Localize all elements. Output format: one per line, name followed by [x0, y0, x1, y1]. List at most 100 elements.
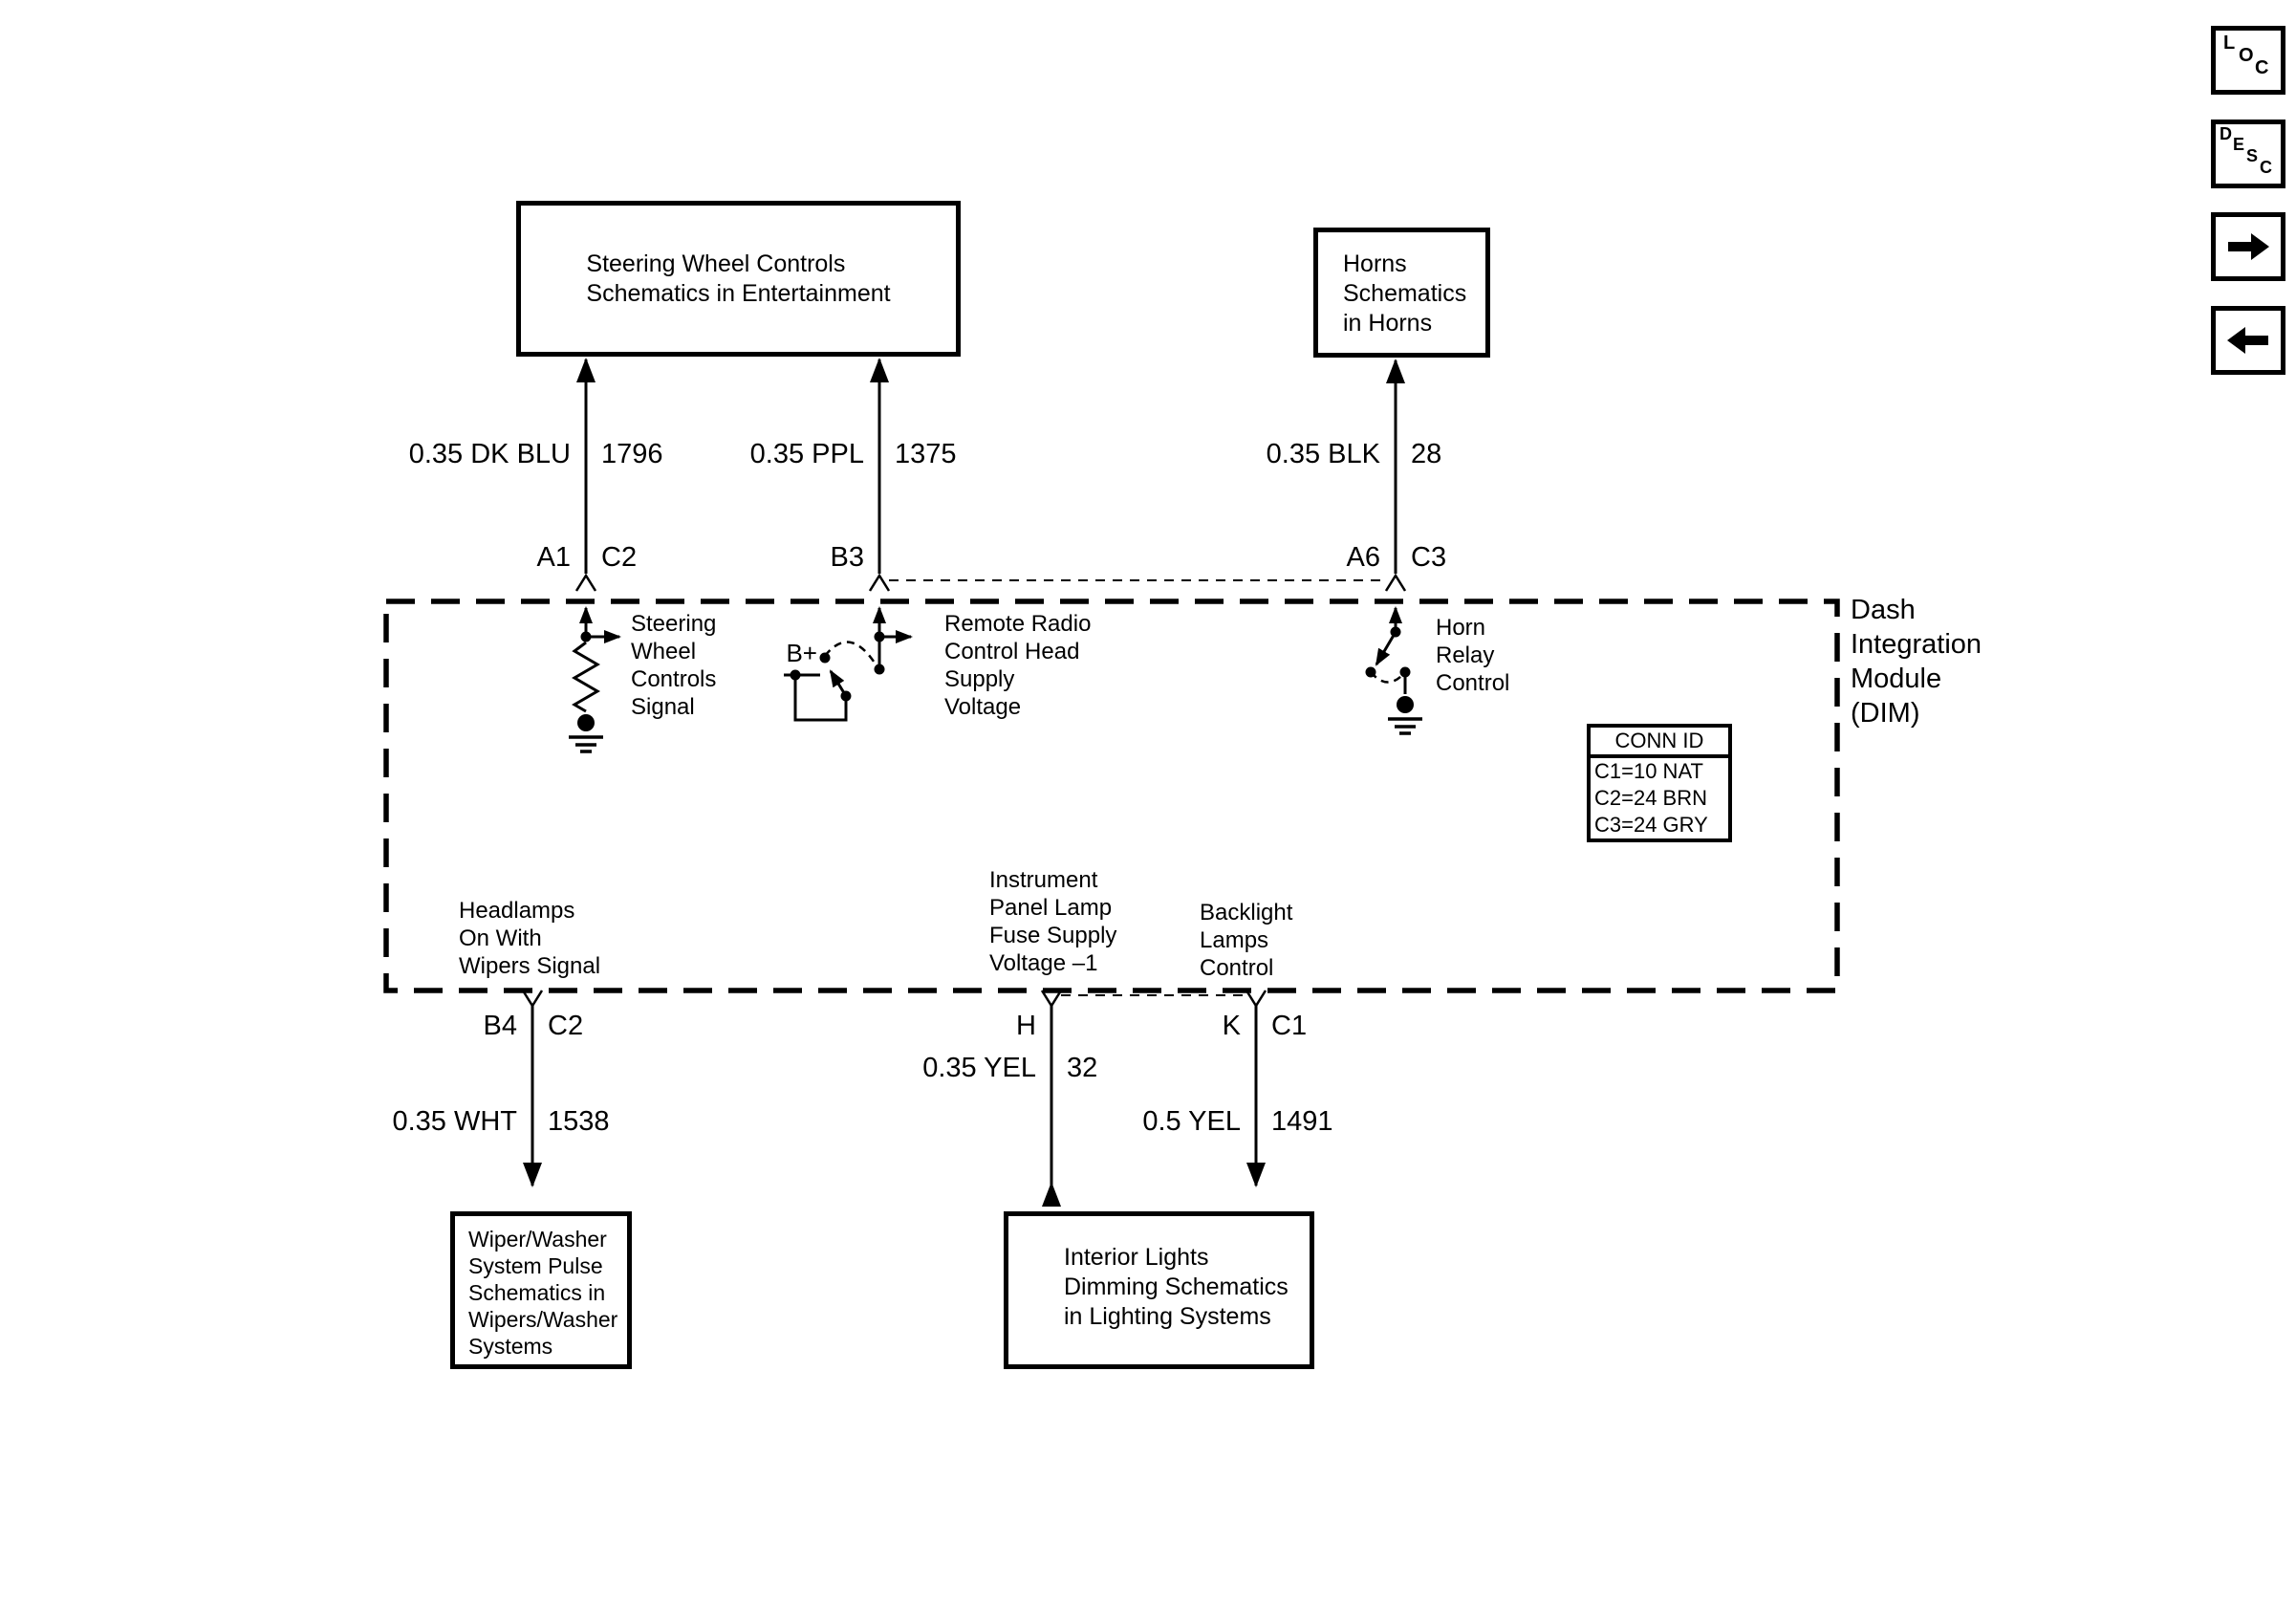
signal-line: Fuse Supply [989, 923, 1117, 948]
pin-label-b4: B4 [483, 1011, 517, 1041]
ref-line: Systems [468, 1334, 553, 1359]
wire-yel-32-up-arrow [1042, 1182, 1061, 1207]
b-plus-label: B+ [786, 639, 817, 667]
connector-symbol-c3 [1384, 573, 1407, 592]
circuit-number-32: 32 [1067, 1053, 1098, 1083]
signal-line: Control Head [944, 639, 1080, 664]
b-plus-contact-dot [819, 652, 831, 664]
loc-letter: C [2255, 57, 2269, 78]
ref-box-interior-lights-dimming[interactable]: Interior Lights Dimming Schematics in Li… [1004, 1211, 1314, 1369]
desc-button[interactable]: D E S C [2211, 120, 2285, 188]
signal-line: Wheel [631, 639, 697, 664]
desc-button-label: D E S C [2216, 124, 2281, 184]
signal-line: Relay [1436, 642, 1495, 668]
switch-arm-feed [793, 675, 848, 722]
ref-line: Interior Lights [1064, 1244, 1209, 1271]
conn-id-row: C2=24 BRN [1594, 786, 1708, 810]
signal-label-remote-radio: Remote Radio Control Head Supply Voltage [944, 610, 1091, 721]
ref-box-text: Wiper/Washer System Pulse Schematics in … [468, 1226, 627, 1360]
ground-symbol-left [569, 735, 603, 753]
module-name-line: Integration [1851, 629, 1982, 660]
circuit-number-1375: 1375 [895, 439, 957, 469]
pin-label-b3: B3 [830, 542, 864, 573]
signal-line: Horn [1436, 615, 1486, 641]
loc-letter: L [2223, 33, 2236, 54]
resistor-symbol [572, 641, 600, 713]
ref-box-wiper-washer-schematics[interactable]: Wiper/Washer System Pulse Schematics in … [450, 1211, 632, 1369]
signal-line: Voltage [944, 694, 1022, 720]
pin-label-a1: A1 [536, 542, 571, 573]
ref-line: Wipers/Washer [468, 1307, 618, 1332]
module-name-line: Module [1851, 664, 1942, 694]
ground-dot [577, 714, 595, 731]
wire-spec-dk-blu: 0.35 DK BLU [408, 439, 571, 469]
ground-dot [1397, 696, 1414, 713]
ref-line: Schematics in [468, 1280, 606, 1305]
circuit-number-28: 28 [1411, 439, 1442, 469]
connector-label-c3: C3 [1411, 542, 1447, 573]
back-arrow-icon [2227, 327, 2268, 354]
ref-line: Horns [1343, 250, 1407, 277]
desc-letter: C [2260, 158, 2272, 177]
switch-travel-arc [1370, 671, 1406, 684]
wire-spec-ppl: 0.35 PPL [749, 439, 864, 469]
connector-symbol-c2-top [574, 573, 597, 592]
signal-line: Control [1436, 670, 1510, 696]
dim-module-outline [383, 599, 1840, 993]
conn-id-row: C3=24 GRY [1594, 813, 1708, 837]
signal-line: Remote Radio [944, 611, 1092, 637]
module-name-line: Dash [1851, 595, 1916, 625]
connector-label-c1: C1 [1271, 1011, 1308, 1041]
pin-label-a6: A6 [1346, 542, 1380, 573]
signal-label-instrument-panel-fuse: Instrument Panel Lamp Fuse Supply Voltag… [989, 866, 1116, 977]
signal-label-backlight-lamps: Backlight Lamps Control [1200, 899, 1292, 982]
ref-box-text: Interior Lights Dimming Schematics in Li… [1064, 1243, 1310, 1332]
signal-line: Headlamps [459, 898, 575, 924]
previous-page-button[interactable] [2211, 306, 2285, 375]
module-name-dim: Dash Integration Module (DIM) [1851, 593, 1982, 730]
ref-box-horns-schematics[interactable]: Horns Schematics in Horns [1313, 228, 1490, 358]
conn-id-row: C1=10 NAT [1594, 759, 1703, 783]
desc-letter: S [2246, 146, 2259, 165]
ground-symbol-right [1388, 717, 1422, 735]
wire-spec-yel-1491: 0.5 YEL [1142, 1106, 1241, 1137]
ref-box-text: Steering Wheel Controls Schematics in En… [586, 250, 890, 309]
horn-switch-arm-arrow [1375, 631, 1397, 666]
forward-arrow-icon [2228, 233, 2269, 260]
signal-line: Signal [631, 694, 695, 720]
switch-contact-dot [874, 664, 885, 675]
signal-label-steering-wheel-controls: Steering Wheel Controls Signal [631, 610, 716, 721]
signal-line: Instrument [989, 867, 1098, 893]
ref-line: Wiper/Washer [468, 1227, 607, 1252]
desc-letter: D [2220, 124, 2232, 143]
ref-line: Schematics in Entertainment [586, 279, 891, 307]
ref-box-steering-wheel-controls[interactable]: Steering Wheel Controls Schematics in En… [516, 201, 961, 357]
signal-line: Controls [631, 666, 717, 692]
connector-label-c2-bottom: C2 [548, 1011, 584, 1041]
signal-line: Steering [631, 611, 717, 637]
pin-label-h: H [1016, 1011, 1036, 1041]
pin-label-k: K [1222, 1011, 1241, 1041]
wire-spec-yel-32: 0.35 YEL [922, 1053, 1036, 1083]
signal-line: Voltage –1 [989, 950, 1098, 976]
signal-line: Supply [944, 666, 1015, 692]
circuit-number-1491: 1491 [1271, 1106, 1333, 1137]
wire-spec-blk: 0.35 BLK [1266, 439, 1380, 469]
switch-travel-arc [824, 641, 879, 668]
loc-letter: O [2239, 45, 2254, 66]
ref-box-text: Horns Schematics in Horns [1343, 250, 1485, 338]
ref-line: in Horns [1343, 310, 1433, 337]
signal-line: Control [1200, 955, 1274, 981]
signal-line: Wipers Signal [459, 953, 601, 979]
signal-line: On With [459, 925, 542, 951]
ref-line: Dimming Schematics [1064, 1274, 1289, 1300]
ref-line: Steering Wheel Controls [586, 250, 846, 277]
signal-line: Panel Lamp [989, 895, 1113, 921]
conn-id-header: CONN ID [1591, 728, 1728, 758]
signal-label-horn-relay: Horn Relay Control [1436, 614, 1509, 697]
loc-button[interactable]: L O C [2211, 26, 2285, 95]
next-page-button[interactable] [2211, 212, 2285, 281]
conn-id-table: CONN ID C1=10 NAT C2=24 BRN C3=24 GRY [1587, 724, 1732, 842]
